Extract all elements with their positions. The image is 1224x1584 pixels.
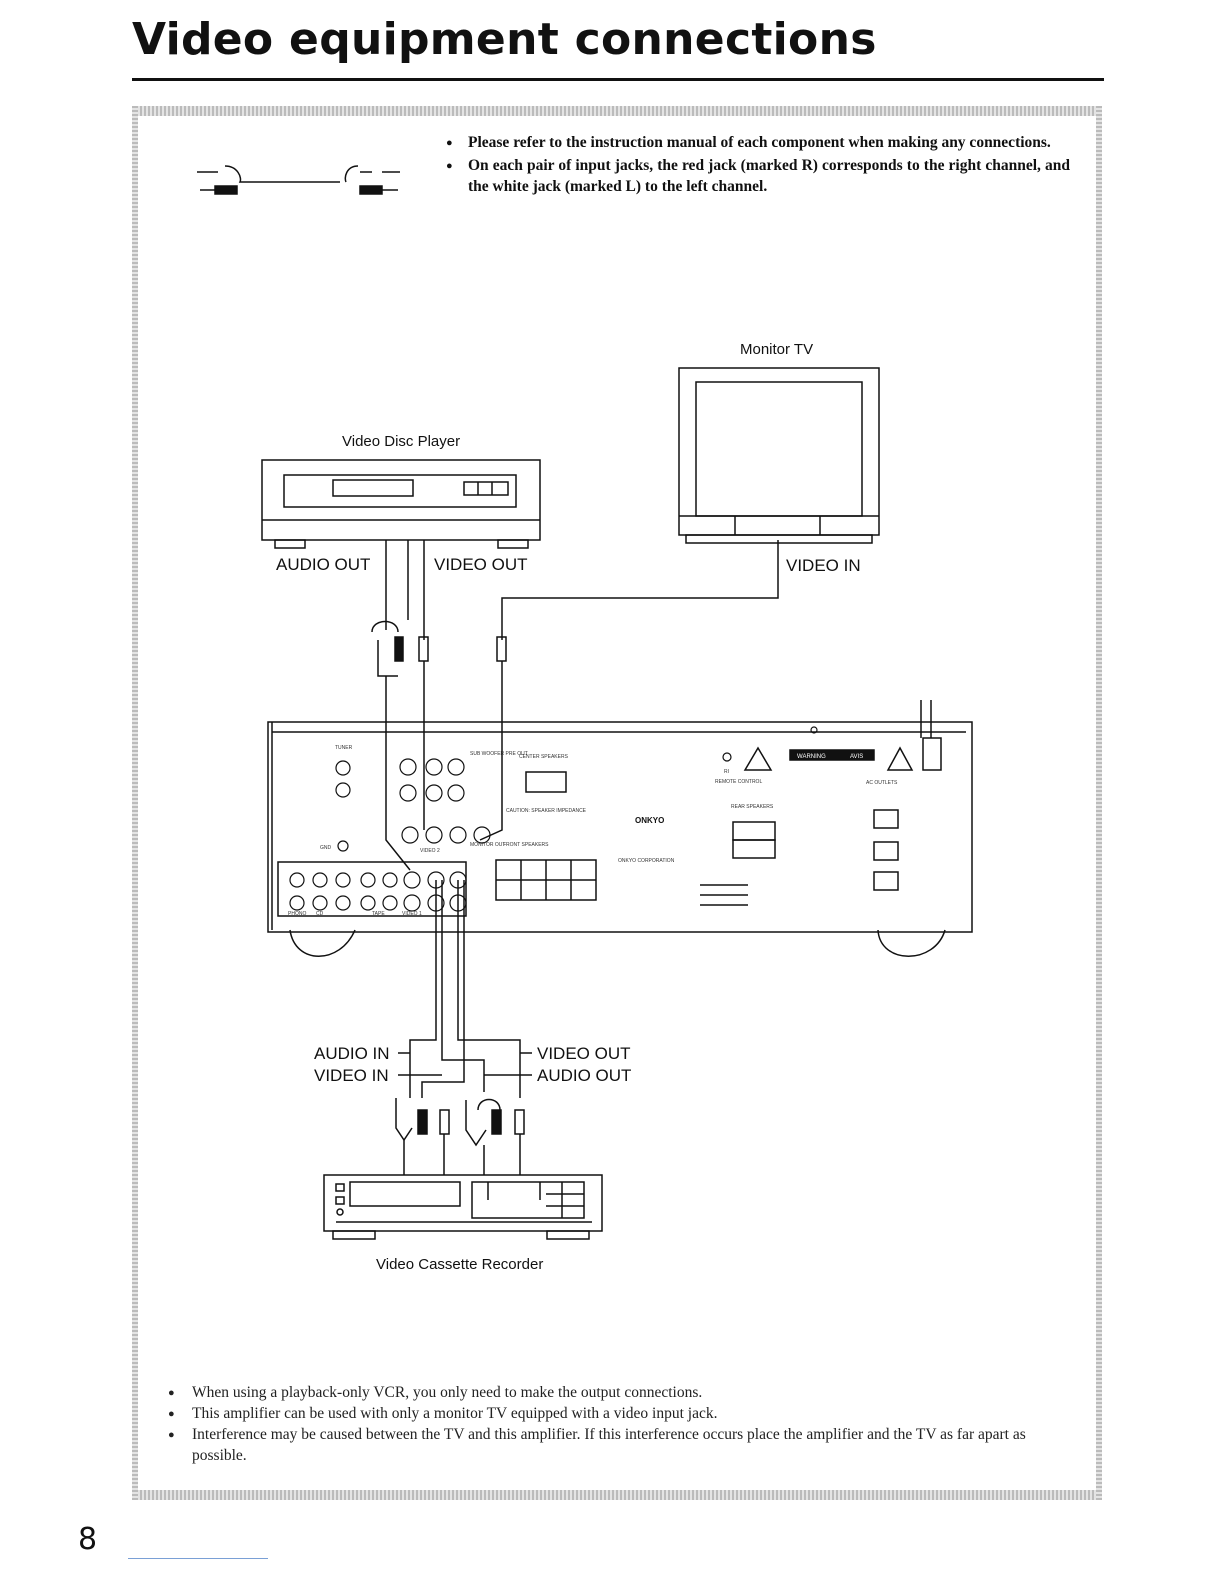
- amplifier-rear-panel: [267, 700, 973, 957]
- panel-video1-label: VIDEO 1: [402, 911, 422, 917]
- panel-phono-label: PHONO: [288, 911, 306, 917]
- panel-cd-label: CD: [316, 911, 324, 917]
- bottom-note-item: Interference may be caused between the T…: [168, 1424, 1068, 1466]
- panel-tuner-label: TUNER: [335, 745, 353, 751]
- panel-rear-speakers-label: REAR SPEAKERS: [731, 804, 774, 810]
- video-disc-player-label: Video Disc Player: [342, 433, 460, 450]
- vcr-audio-out-label: AUDIO OUT: [537, 1066, 631, 1085]
- panel-corporation-label: ONKYO CORPORATION: [618, 858, 675, 864]
- monitor-tv-label: Monitor TV: [740, 341, 813, 358]
- vcr-drawing: [323, 1174, 603, 1240]
- panel-tape-label: TAPE: [372, 911, 385, 917]
- ldp-video-out-label: VIDEO OUT: [434, 555, 528, 574]
- panel-monitor-out-label: MONITOR OUT: [470, 842, 505, 848]
- frame-border-bottom: [132, 1490, 1102, 1500]
- panel-gnd-label: GND: [320, 845, 332, 851]
- panel-brand-label: ONKYO: [635, 816, 664, 825]
- bottom-notes-list: When using a playback-only VCR, you only…: [168, 1382, 1068, 1466]
- panel-center-speakers-label: CENTER SPEAKERS: [519, 754, 569, 760]
- vcr-video-in-label: VIDEO IN: [314, 1066, 389, 1085]
- page-number: 8: [78, 1522, 98, 1557]
- panel-subwoofer-label: SUB WOOFER PRE OUT: [470, 751, 528, 757]
- vcr-video-out-label: VIDEO OUT: [537, 1044, 631, 1063]
- tv-video-in-label: VIDEO IN: [786, 556, 861, 575]
- panel-remote-control-label: REMOTE CONTROL: [715, 779, 762, 785]
- panel-ac-outlets-label: AC OUTLETS: [866, 780, 898, 786]
- panel-caution-label: CAUTION: SPEAKER IMPEDANCE: [506, 808, 587, 814]
- cable-legend-icon: [197, 165, 400, 195]
- frame-border-left: [132, 106, 138, 1500]
- ldp-audio-out-label: AUDIO OUT: [276, 555, 370, 574]
- top-note-item: On each pair of input jacks, the red jac…: [440, 155, 1070, 197]
- title-rule: [132, 78, 1104, 81]
- bottom-note-item: This amplifier can be used with only a m…: [168, 1403, 1068, 1425]
- panel-ri-label: RI: [724, 769, 729, 775]
- monitor-tv-drawing: [678, 367, 880, 544]
- panel-avis-label: AVIS: [850, 754, 863, 760]
- top-notes-list: Please refer to the instruction manual o…: [440, 132, 1070, 199]
- video-disc-player-drawing: [261, 459, 541, 549]
- bottom-note-item: When using a playback-only VCR, you only…: [168, 1382, 1068, 1404]
- panel-front-speakers-label: FRONT SPEAKERS: [503, 842, 549, 848]
- vcr-audio-in-label: AUDIO IN: [314, 1044, 390, 1063]
- vcr-label: Video Cassette Recorder: [376, 1256, 543, 1273]
- page-title: Video equipment connections: [132, 14, 877, 65]
- top-note-item: Please refer to the instruction manual o…: [440, 132, 1070, 154]
- frame-border-top: [132, 106, 1102, 116]
- footer-rule: [128, 1558, 268, 1559]
- frame-border-right: [1096, 106, 1102, 1500]
- panel-warning-label: WARNING: [797, 754, 826, 760]
- panel-video2-label: VIDEO 2: [420, 848, 440, 854]
